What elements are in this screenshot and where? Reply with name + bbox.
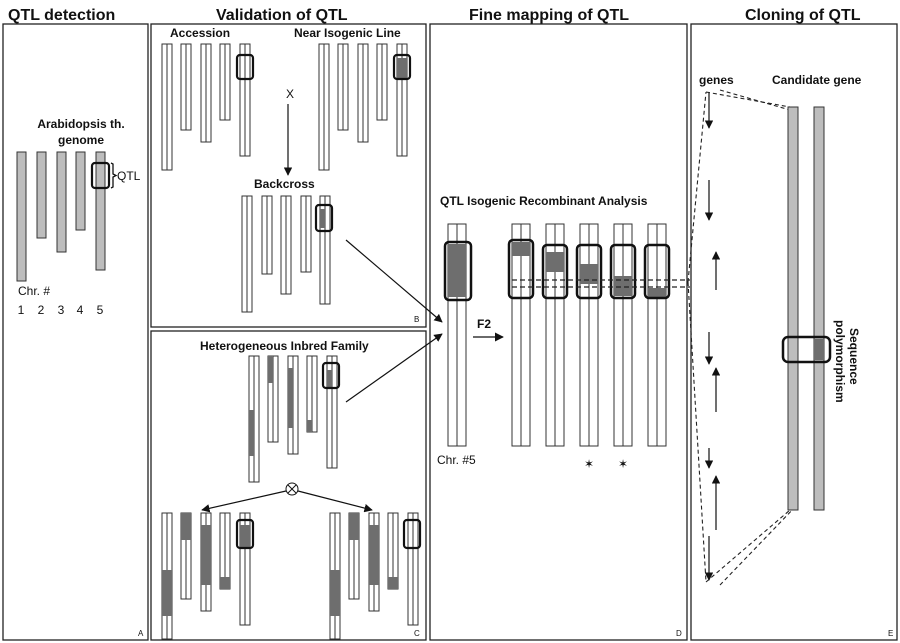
- chromosome-1: [16, 151, 27, 282]
- nil-qtl-box: [392, 53, 412, 81]
- chromosome-5: [95, 151, 106, 271]
- chr-number-2: 2: [38, 303, 45, 317]
- cross-symbol: X: [286, 87, 294, 101]
- chr5-label: Chr. #5: [437, 453, 476, 467]
- gene-arrows: [704, 92, 721, 581]
- panel-letter-e: E: [888, 629, 893, 638]
- recombinant-qtl-boxes: [507, 238, 671, 300]
- chromosome-3: [56, 151, 67, 253]
- marker-star-2: ✶: [618, 457, 628, 471]
- panel-letter-b: B: [414, 315, 419, 324]
- arrow-hif-to-d: [345, 333, 443, 403]
- chr5-parent: [447, 223, 467, 447]
- hif-left-qtl-box: [235, 518, 255, 550]
- backcross-dark-segment: [320, 209, 325, 228]
- hif-title: Heterogeneous Inbred Family: [200, 339, 369, 353]
- header-cloning: Cloning of QTL: [745, 7, 861, 24]
- panel-d-frame: [429, 23, 688, 641]
- polymorphism-dark-segment: [814, 339, 824, 360]
- nil-dark-segment: [397, 58, 407, 78]
- hif-left-dark-segments: [162, 513, 250, 616]
- recombinant-dark-segments: [512, 242, 666, 298]
- hif-parent-qtl-box: [321, 361, 341, 390]
- backcross-label: Backcross: [254, 177, 315, 191]
- hif-parent-dark-segments: [249, 356, 332, 456]
- genome-label-line1: Arabidopsis th.: [37, 117, 124, 131]
- chr-number-4: 4: [77, 303, 84, 317]
- chromosome-2: [36, 151, 47, 239]
- panel-b-frame: [150, 23, 427, 328]
- marker-star-1: ✶: [584, 457, 594, 471]
- qira-title: QTL Isogenic Recombinant Analysis: [440, 194, 648, 208]
- polymorphism-box: [781, 335, 832, 364]
- qtl-box: [90, 161, 111, 190]
- panel-c-frame: [150, 330, 427, 641]
- chr-number-3: 3: [58, 303, 65, 317]
- header-fine-mapping: Fine mapping of QTL: [469, 7, 629, 24]
- genes-label: genes: [699, 73, 734, 87]
- hif-arrow-right: [297, 490, 373, 513]
- fine-mapping-dashed-lines: [512, 279, 690, 288]
- chr-number-5: 5: [97, 303, 104, 317]
- chromosome-4: [75, 151, 86, 231]
- panel-letter-d: D: [676, 629, 682, 638]
- accession-chromosomes: [161, 43, 251, 171]
- backcross-qtl-box: [314, 203, 334, 233]
- nil-chromosomes: [318, 43, 408, 171]
- header-qtl-detection: QTL detection: [8, 7, 115, 24]
- hif-right-qtl-box: [402, 518, 422, 550]
- panel-letter-c: C: [414, 629, 420, 638]
- accession-label: Accession: [170, 26, 230, 40]
- chr5-dark-segment: [448, 244, 466, 297]
- candidate-chromosome-1: [787, 106, 799, 511]
- recombinant-chromosomes: [511, 223, 667, 447]
- polymorphism-label-line2: polymorphism: [833, 320, 847, 403]
- panel-a-frame: [2, 23, 149, 641]
- header-validation: Validation of QTL: [216, 7, 348, 24]
- candidate-chromosome-2: [813, 106, 825, 511]
- candidate-gene-label: Candidate gene: [772, 73, 862, 87]
- panel-letter-a: A: [138, 629, 144, 638]
- genome-label-line2: genome: [58, 133, 104, 147]
- backcross-chromosomes: [241, 195, 331, 313]
- genome-chromosomes: [16, 151, 106, 282]
- zoom-dashed-lines: [687, 89, 798, 586]
- nil-label: Near Isogenic Line: [294, 26, 401, 40]
- arrow-backcross-to-d: [345, 239, 443, 323]
- chr5-qtl-box: [443, 240, 473, 302]
- polymorphism-label-line1: Sequence: [847, 328, 861, 385]
- chr-hash-label: Chr. #: [18, 284, 50, 298]
- qtl-brace: [110, 162, 118, 189]
- f2-label: F2: [477, 317, 491, 331]
- accession-qtl-box: [235, 53, 255, 81]
- chr-number-1: 1: [18, 303, 25, 317]
- hif-arrow-left: [201, 490, 287, 513]
- qtl-label: QTL: [117, 169, 141, 183]
- hif-right-dark-segments: [330, 513, 398, 616]
